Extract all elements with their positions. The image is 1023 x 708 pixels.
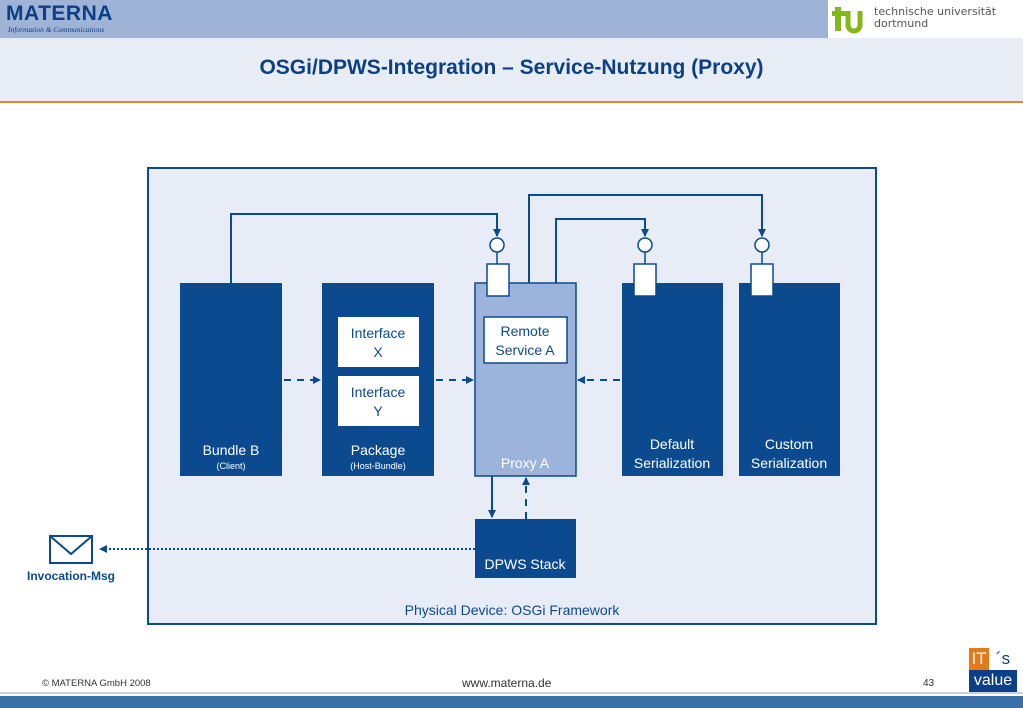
- bundle-b-label: Bundle B: [203, 442, 260, 458]
- dpws-stack-label: DPWS Stack: [485, 556, 567, 572]
- tu-dortmund-logo: technische universität dortmund: [828, 0, 1023, 38]
- page-number: 43: [923, 678, 935, 689]
- footer-divider: [0, 692, 1023, 694]
- custom-serialization-label-2: Serialization: [751, 455, 827, 471]
- badge-value: value: [969, 670, 1017, 692]
- tu-logo-icon: [832, 7, 863, 34]
- badge-it: IT: [969, 648, 989, 670]
- invocation-msg-label: Invocation-Msg: [27, 569, 115, 583]
- university-name-line2: dortmund: [874, 17, 929, 30]
- header-bar: MATERNA Information & Communications tec…: [0, 0, 1023, 38]
- default-serialization-service-connector: [633, 237, 657, 297]
- remote-service-label-1: Remote: [500, 323, 549, 339]
- dpws-stack-box: [475, 519, 576, 578]
- proxy-to-custom-serialization-arrow: [528, 194, 766, 283]
- interface-x-label-1: Interface: [351, 325, 406, 341]
- bundle-b-to-proxy-arrow: [230, 213, 501, 283]
- university-name-line1: technische universität: [874, 5, 997, 18]
- bundle-b-sublabel: (Client): [216, 461, 245, 471]
- materna-tagline: Information & Communications: [8, 25, 105, 34]
- interface-y-label-1: Interface: [351, 384, 406, 400]
- materna-logo: MATERNA: [6, 2, 113, 25]
- custom-serialization-box: [739, 283, 840, 476]
- footer-bar: [0, 696, 1023, 708]
- package-label: Package: [351, 442, 406, 458]
- envelope-icon: [49, 535, 93, 564]
- remote-service-a-box: [483, 316, 568, 364]
- proxy-to-default-serialization-arrow: [555, 218, 649, 283]
- remote-service-label-2: Service A: [495, 342, 555, 358]
- custom-serialization-label-1: Custom: [765, 436, 813, 452]
- interface-y-box: [338, 376, 419, 426]
- badge-s: ´s: [989, 648, 1017, 670]
- custom-serialization-service-connector: [750, 237, 774, 297]
- default-serialization-label-1: Default: [650, 436, 694, 452]
- interface-x-label-2: X: [373, 344, 383, 360]
- package-sublabel: (Host-Bundle): [350, 461, 406, 471]
- default-serialization-box: [622, 283, 723, 476]
- bundle-b-box: [180, 283, 282, 476]
- proxy-a-box: [474, 282, 577, 477]
- default-serialization-label-2: Serialization: [634, 455, 710, 471]
- its-value-badge: IT ´s value: [969, 648, 1017, 692]
- title-underline: [0, 101, 1023, 103]
- frame-label: Physical Device: OSGi Framework: [405, 602, 621, 618]
- page-title: OSGi/DPWS-Integration – Service-Nutzung …: [259, 56, 764, 79]
- website-link[interactable]: www.materna.de: [462, 676, 552, 690]
- interface-x-box: [338, 317, 419, 367]
- title-bar: OSGi/DPWS-Integration – Service-Nutzung …: [0, 38, 1023, 102]
- interface-y-label-2: Y: [373, 403, 383, 419]
- proxy-a-service-connector: [486, 237, 510, 297]
- copyright: © MATERNA GmbH 2008: [42, 678, 151, 689]
- proxy-a-label: Proxy A: [501, 455, 550, 471]
